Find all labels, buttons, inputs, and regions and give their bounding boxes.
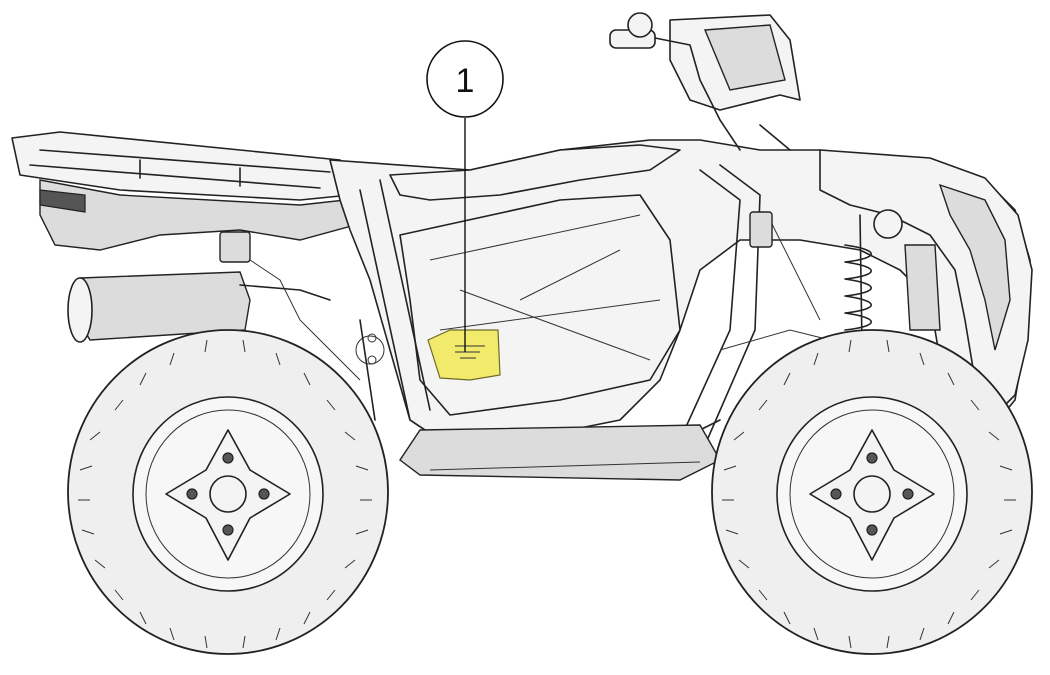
front-fender: [819, 149, 1033, 421]
muffler: [67, 271, 331, 343]
front-wheel: [711, 329, 1033, 655]
callout-number: 1: [456, 62, 475, 100]
rear-wheel: [67, 329, 389, 655]
callout-1: 1: [426, 40, 504, 352]
rear-rack: [11, 131, 361, 251]
label-highlight: [427, 329, 501, 381]
callout-circle: [426, 40, 504, 118]
handlebar: [609, 12, 801, 151]
